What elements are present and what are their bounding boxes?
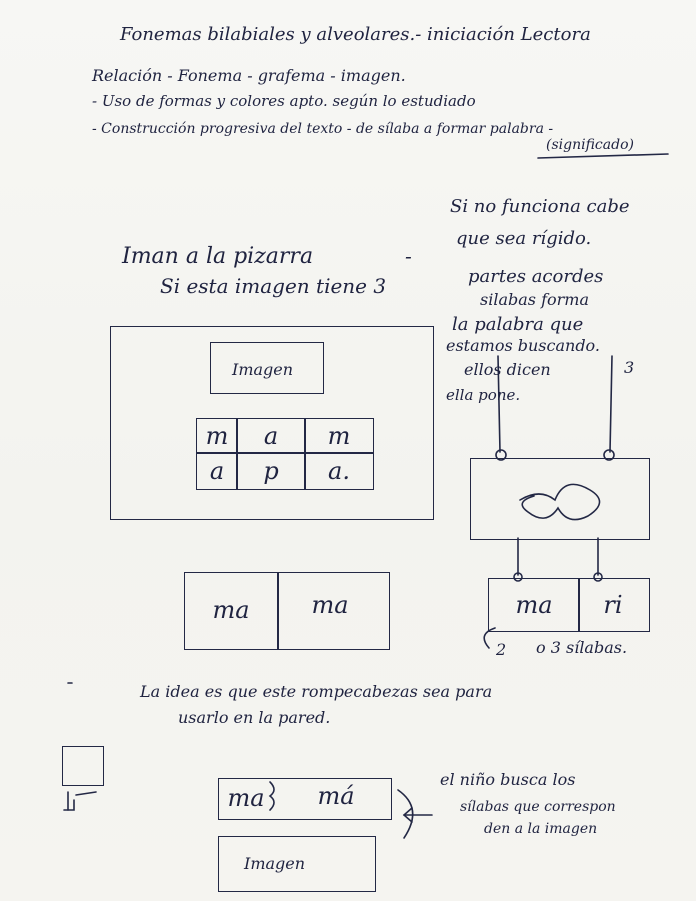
activity-subtitle: Si esta imagen tiene 3: [160, 274, 387, 298]
syllable-card: má: [317, 782, 355, 810]
syllable-pair-right: [488, 578, 650, 632]
grid-cell: m: [205, 422, 229, 450]
syllable-card: ma: [311, 591, 349, 619]
grid-cell: m: [327, 422, 351, 450]
right-note-5: la palabra que: [452, 314, 584, 335]
syllable-card: ma: [227, 784, 265, 812]
board-image-label: Imagen: [232, 360, 294, 379]
right-note-2: que sea rígido.: [456, 228, 592, 249]
header-line-4: - Construcción progresiva del texto - de…: [92, 121, 554, 137]
middle-note-2: usarlo en la pared.: [178, 708, 331, 727]
activity-dash: -: [405, 244, 412, 268]
right-note-6: estamos buscando.: [446, 336, 600, 355]
bottom-syllable-pair: [218, 778, 392, 820]
header-line-1: Fonemas bilabiales y alveolares.- inicia…: [120, 24, 591, 45]
magnet-board: [110, 326, 434, 520]
bottom-image-label: Imagen: [244, 854, 306, 873]
syllable-card: ri: [603, 591, 623, 619]
syllable-grid: [196, 418, 374, 490]
header-line-3: - Uso de formas y colores apto. según lo…: [92, 92, 476, 110]
syllable-card: ma: [515, 591, 553, 619]
syllable-pair-divider: [277, 572, 279, 650]
board-image-card: [210, 342, 324, 394]
middle-note-1: La idea es que este rompecabezas sea par…: [140, 682, 493, 701]
right-note-3: partes acordes: [468, 266, 604, 287]
bottom-note-1: el niño busca los: [440, 770, 576, 789]
right-note-8: ella pone.: [446, 386, 521, 404]
syllable-pair-right-divider: [578, 578, 580, 632]
grid-divider-2: [304, 418, 306, 490]
small-flag-card: [62, 746, 104, 786]
grid-cell: a.: [328, 457, 350, 485]
syllable-count-caption: o 3 sílabas.: [536, 638, 628, 657]
bottom-note-3: den a la imagen: [484, 821, 598, 837]
syllable-pair-left: [184, 572, 390, 650]
grid-divider-1: [236, 418, 238, 490]
right-note-4: silabas forma: [480, 290, 589, 309]
grid-divider-3: [196, 452, 374, 454]
hanging-image-card: [470, 458, 650, 540]
grid-cell: p: [263, 457, 279, 485]
bottom-image-card: [218, 836, 376, 892]
grid-cell: a: [263, 422, 279, 450]
activity-title: Iman a la pizarra: [122, 244, 314, 269]
header-line-2: Relación - Fonema - grafema - imagen.: [92, 66, 406, 85]
right-note-number: 3: [624, 358, 635, 377]
right-note-7: ellos dicen: [464, 360, 551, 379]
syllable-count-number: 2: [496, 640, 507, 659]
right-note-1: Si no funciona cabe: [450, 196, 630, 217]
header-line-5: (significado): [546, 137, 634, 153]
syllable-card: ma: [212, 596, 250, 624]
grid-cell: a: [209, 457, 225, 485]
bottom-note-2: sílabas que correspon: [460, 799, 616, 815]
